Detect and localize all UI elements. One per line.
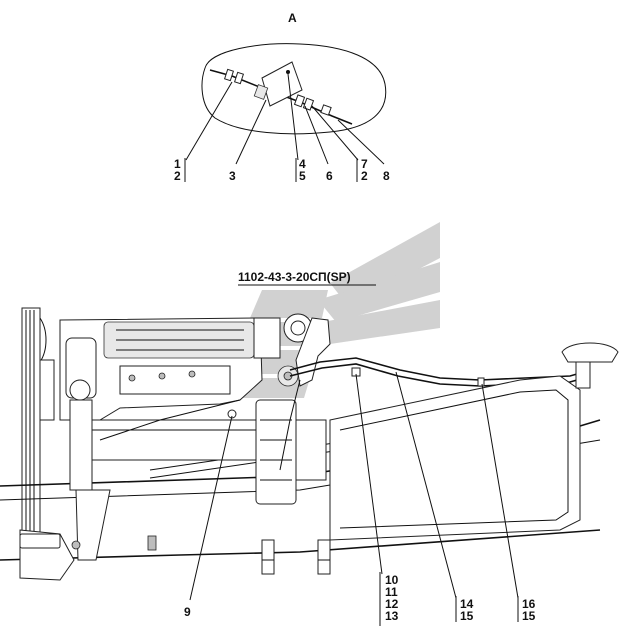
detail-clamp-2 [233,71,245,85]
leader-10 [355,373,383,575]
watermark-bar-1 [250,290,328,318]
callout-6: 6 [326,169,333,183]
radiator-tank [39,359,55,421]
transmission [255,399,327,505]
callout-1-top: 1 [174,157,181,171]
turbo-housing [253,317,281,359]
engine [59,317,281,491]
fuel-tank [329,342,619,541]
turbocharger [253,313,331,387]
tank-body [329,375,581,541]
callout-13: 13 [385,609,399,623]
callout-4-top: 4 [299,157,306,171]
detail-clamp-1 [223,68,235,82]
main-leaders [189,371,519,601]
leader-4 [287,73,299,161]
radiator [21,307,55,559]
engine-manifold [119,365,231,395]
leader-3 [235,99,267,165]
detail-nut-1 [293,94,306,108]
detail-actuator-body [261,61,303,107]
main-assembly-view: 9 10 11 12 13 14 15 16 15 [0,307,619,626]
callout-16-15: 15 [522,609,536,623]
tank-inner-edge [339,389,569,529]
engine-pulley [69,379,91,401]
callout-16: 16 [522,597,536,611]
callout-1-bottom: 2 [174,169,181,183]
front-section [19,489,157,581]
detail-actuator-end [253,84,269,100]
leader-16 [481,383,519,599]
cable-clip-2 [477,377,485,387]
detail-fitting [320,104,332,116]
callout-8: 8 [383,169,390,183]
watermark-wing-3 [312,300,440,344]
callout-14-15: 15 [460,609,474,623]
callout-12: 12 [385,597,399,611]
detail-view-a [185,43,387,165]
detail-callouts: 1 2 3 4 5 6 7 2 8 [174,157,390,183]
gearbox-extension [295,419,327,481]
front-tow-hook [19,533,61,549]
manifold-bolt-3 [188,370,196,378]
engine-oil-pan [89,419,281,461]
callout-4-bottom: 5 [299,169,306,183]
leader-8 [337,119,385,165]
manifold-bolt-1 [128,374,136,382]
callout-7-top: 7 [361,157,368,171]
lower-brackets [261,539,331,575]
leader-9 [189,415,233,601]
leader-7 [311,105,359,161]
callout-7-bottom: 2 [361,169,368,183]
air-intake-pipe [575,361,591,389]
callout-14: 14 [460,597,474,611]
gearbox-housing [255,399,297,505]
turbo-inlet [290,320,306,336]
callout-11: 11 [385,585,398,599]
detail-nut-2 [302,97,315,111]
view-label: A [288,11,297,25]
callout-10: 10 [385,573,399,587]
detail-outline [201,43,387,135]
steering-link [75,489,111,561]
main-callouts: 9 10 11 12 13 14 15 16 15 [184,572,536,626]
leader-1 [185,81,233,161]
leader-14 [395,371,457,599]
detail-actuator-bolt [286,70,290,74]
air-intake-cap [561,342,619,363]
exhaust-elbow [295,317,331,387]
lower-bracket-1 [261,539,275,575]
lower-bracket-2 [317,539,331,575]
callout-3: 3 [229,169,236,183]
leader-6 [304,105,329,165]
cable-down-run [279,379,301,471]
frame-bracket [147,535,157,551]
cable-upper [289,357,585,381]
cable-front-run [99,399,241,441]
radiator-core [21,307,41,559]
callout-9: 9 [184,605,191,619]
manifold-bolt-2 [158,372,166,380]
watermark-wing-2 [318,262,440,322]
front-fitting [71,540,81,550]
engine-front-cover [69,399,93,491]
drawing-code: 1102-43-3-20СП(SP) [238,270,351,284]
